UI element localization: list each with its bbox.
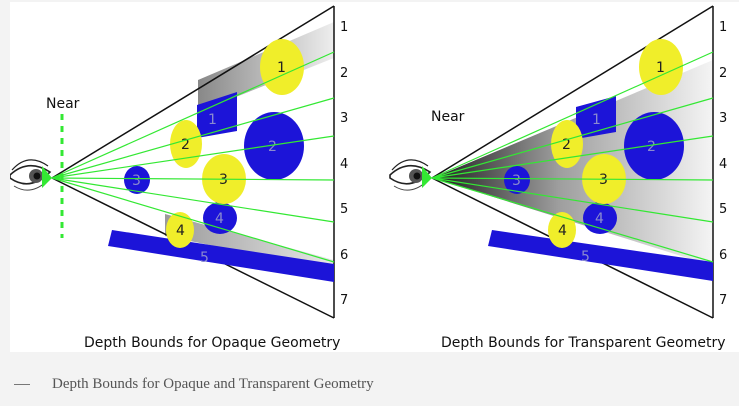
blue-label-4: 4 — [215, 211, 224, 227]
yellow-label-2: 2 — [181, 137, 190, 153]
yellow-object-4 — [166, 212, 194, 248]
view-ray — [51, 51, 335, 179]
eye-icon — [10, 159, 52, 191]
blue-label-1: 1 — [592, 112, 601, 128]
yellow-label-4: 4 — [176, 223, 185, 239]
blue-object-3 — [504, 166, 530, 194]
view-rays — [51, 51, 335, 263]
blue-label-4: 4 — [595, 211, 604, 227]
ray-index-6: 6 — [719, 248, 727, 263]
blue-label-5: 5 — [581, 249, 590, 265]
figure-caption-row: Depth Bounds for Opaque and Transparent … — [0, 372, 739, 400]
yellow-object-1 — [639, 39, 683, 95]
figure-panel: Near 5 1 2 3 4 1 2 3 — [10, 2, 739, 352]
view-ray — [431, 135, 714, 179]
blue-object-2 — [244, 112, 304, 180]
view-ray — [431, 177, 714, 263]
blue-label-2: 2 — [647, 139, 656, 155]
blue-label-3: 3 — [132, 173, 141, 189]
blue-label-2: 2 — [268, 139, 277, 155]
blue-label-1: 1 — [208, 112, 217, 128]
blue-object-2 — [624, 112, 684, 180]
near-label: Near — [431, 109, 465, 125]
ray-index-3: 3 — [719, 111, 727, 126]
yellow-object-2 — [170, 120, 202, 168]
blue-label-3: 3 — [512, 173, 521, 189]
view-rays — [431, 51, 714, 263]
view-ray — [431, 177, 714, 223]
view-ray — [431, 177, 714, 181]
view-ray — [51, 97, 335, 179]
ray-index-6: 6 — [340, 248, 348, 263]
transparent-panel: Near 5 1 2 3 4 1 2 3 — [389, 5, 727, 351]
yellow-label-3: 3 — [599, 172, 608, 188]
view-ray — [51, 135, 335, 179]
view-ray — [431, 51, 714, 179]
yellow-label-2: 2 — [562, 137, 571, 153]
figure-caption: Depth Bounds for Opaque and Transparent … — [52, 376, 374, 392]
yellow-label-4: 4 — [558, 223, 567, 239]
frustum-top-edge — [51, 5, 335, 179]
ray-index-2: 2 — [340, 66, 348, 81]
ray-index-3: 3 — [340, 111, 348, 126]
blue-object-5 — [488, 230, 713, 281]
view-ray — [51, 177, 335, 263]
eye-icon — [389, 159, 432, 191]
ray-index-4: 4 — [719, 157, 727, 172]
blue-object-3 — [124, 166, 150, 194]
frustum-top-edge — [431, 5, 714, 179]
blue-label-5: 5 — [200, 250, 209, 266]
caption-dash — [14, 384, 30, 385]
ray-index-1: 1 — [719, 20, 727, 35]
yellow-object-2 — [551, 120, 583, 168]
ray-index-7: 7 — [719, 293, 727, 308]
blue-object-1 — [197, 92, 237, 138]
ray-index-5: 5 — [719, 202, 727, 217]
figure-area: Near 5 1 2 3 4 1 2 3 — [10, 2, 739, 352]
yellow-object-4 — [548, 212, 576, 248]
yellow-label-1: 1 — [277, 60, 286, 76]
panel-caption-opaque: Depth Bounds for Opaque Geometry — [84, 335, 340, 351]
ray-index-7: 7 — [340, 293, 348, 308]
ray-index-2: 2 — [719, 66, 727, 81]
depth-bounds-figure: Near 5 1 2 3 4 1 2 3 — [10, 5, 727, 351]
near-label: Near — [46, 96, 80, 112]
yellow-label-1: 1 — [656, 60, 665, 76]
ray-index-5: 5 — [340, 202, 348, 217]
yellow-label-3: 3 — [219, 172, 228, 188]
ray-index-1: 1 — [340, 20, 348, 35]
view-ray — [51, 177, 335, 181]
panel-caption-transparent: Depth Bounds for Transparent Geometry — [441, 335, 725, 351]
view-ray — [431, 97, 714, 179]
view-ray — [51, 177, 335, 223]
blue-object-5 — [108, 230, 334, 282]
ray-index-4: 4 — [340, 157, 348, 172]
yellow-object-1 — [260, 39, 304, 95]
opaque-panel: Near 5 1 2 3 4 1 2 3 — [10, 5, 348, 351]
